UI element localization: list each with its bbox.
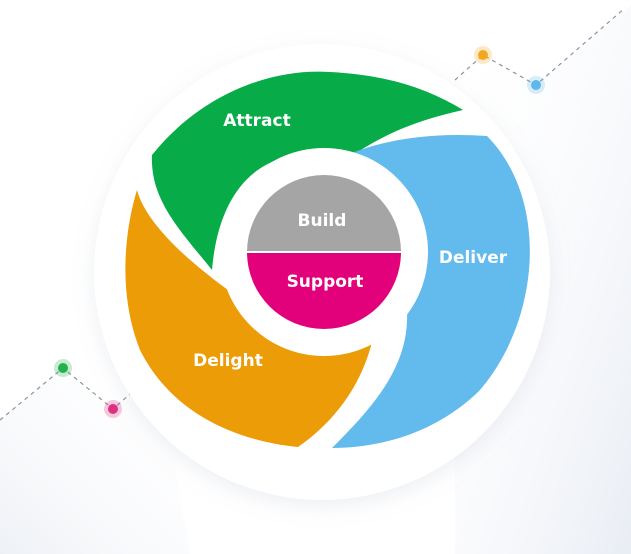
dot-pink [104,400,122,418]
core-bottom [247,252,401,329]
core-top [247,175,401,252]
background-shape-left [0,368,190,554]
label-attract: Attract [223,111,290,131]
segment-deliver [332,134,530,448]
dot-orange [474,46,492,64]
segment-attract [151,71,463,270]
label-support: Support [287,272,364,292]
dashed-line-top-right [454,7,626,86]
dashed-line-bottom-left [0,367,156,421]
label-build: Build [298,211,347,231]
dot-blue [527,76,545,94]
label-deliver: Deliver [439,248,508,268]
dot-green [54,359,72,377]
label-delight: Delight [193,351,263,371]
